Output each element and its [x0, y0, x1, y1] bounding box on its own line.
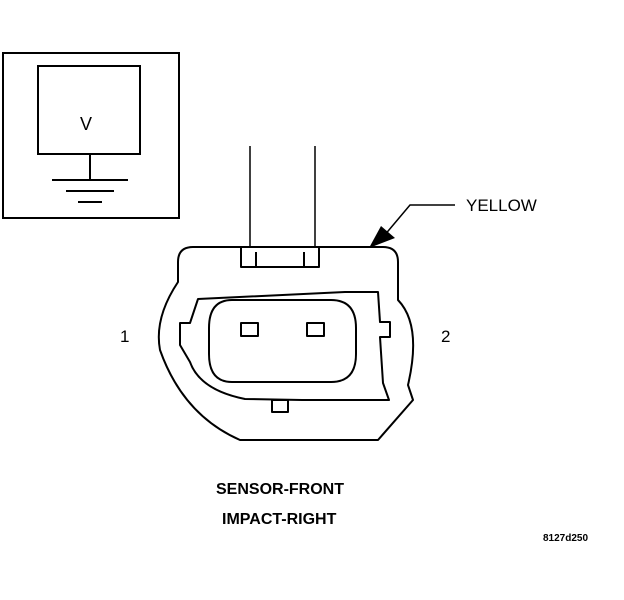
figure-code: 8127d250 — [543, 533, 589, 544]
connector-wires — [249, 146, 316, 246]
connector-face — [157, 246, 415, 441]
pin-1-label: 1 — [120, 327, 130, 346]
caption-line-1: SENSOR-FRONT — [216, 481, 344, 498]
caption-line-2: IMPACT-RIGHT — [222, 511, 337, 528]
wire-color-label: YELLOW — [466, 196, 537, 215]
color-leader — [369, 204, 455, 248]
voltage-label: V — [80, 114, 93, 134]
voltage-symbol — [2, 52, 180, 219]
pin-2-label: 2 — [441, 327, 451, 346]
